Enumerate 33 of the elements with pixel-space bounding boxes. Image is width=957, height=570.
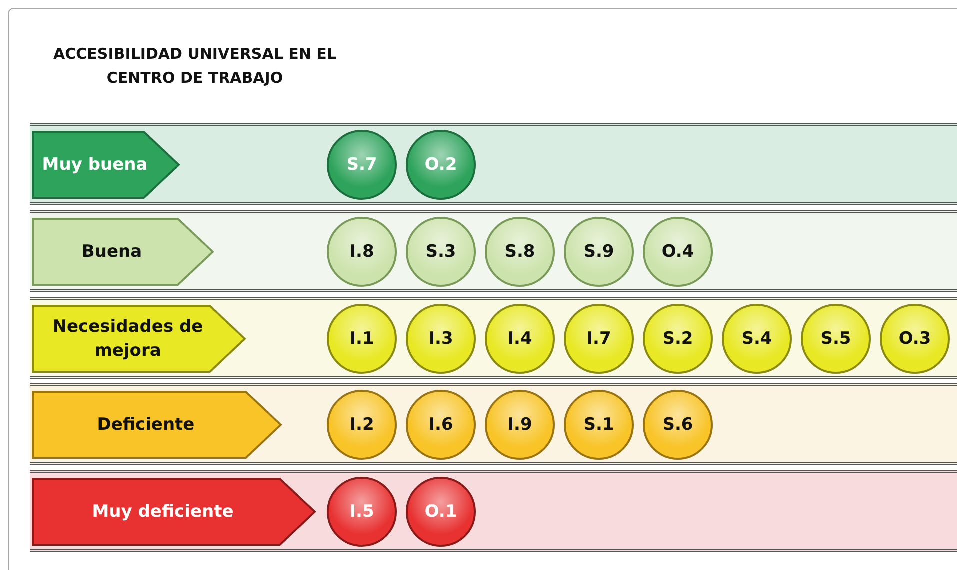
criterion-circle: S.4: [722, 304, 792, 374]
criterion-circle: I.2: [327, 390, 397, 460]
rating-band: [30, 470, 957, 552]
criterion-circle: I.4: [485, 304, 555, 374]
rating-band: [30, 123, 957, 205]
rating-tag: Necesidades de mejora: [32, 305, 246, 373]
rating-tag: Muy deficiente: [32, 478, 316, 546]
criterion-circle: O.1: [406, 477, 476, 547]
rating-tag: Buena: [32, 218, 214, 286]
criterion-circle: S.7: [327, 130, 397, 200]
criterion-circle: I.8: [327, 217, 397, 287]
criterion-circle: I.6: [406, 390, 476, 460]
criterion-circle: I.3: [406, 304, 476, 374]
criterion-circle: S.8: [485, 217, 555, 287]
criterion-circle: S.1: [564, 390, 634, 460]
title: ACCESIBILIDAD UNIVERSAL EN EL CENTRO DE TRABAJO: [52, 44, 338, 89]
rating-band: [30, 297, 957, 379]
criterion-circle: I.5: [327, 477, 397, 547]
criterion-circle: I.1: [327, 304, 397, 374]
criterion-circle: O.3: [880, 304, 950, 374]
rating-tag: Muy buena: [32, 131, 180, 199]
rating-band: [30, 210, 957, 292]
criterion-circle: S.3: [406, 217, 476, 287]
criterion-circle: S.6: [643, 390, 713, 460]
rating-band: [30, 383, 957, 465]
rating-tag: Deficiente: [32, 391, 282, 459]
criterion-circle: I.9: [485, 390, 555, 460]
criterion-circle: S.5: [801, 304, 871, 374]
criterion-circle: O.4: [643, 217, 713, 287]
criterion-circle: S.9: [564, 217, 634, 287]
criterion-circle: S.2: [643, 304, 713, 374]
criterion-circle: I.7: [564, 304, 634, 374]
criterion-circle: O.2: [406, 130, 476, 200]
